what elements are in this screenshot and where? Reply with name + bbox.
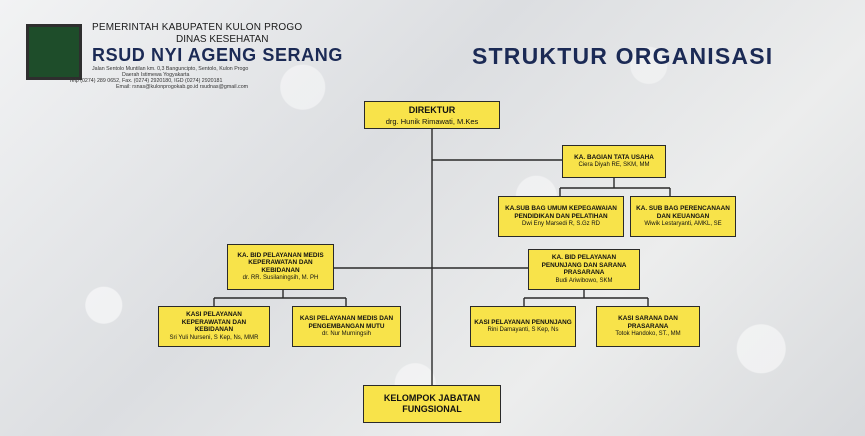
node-tata-usaha: KA. BAGIAN TATA USAHA Ciera Diyah RE, SK… [562, 145, 666, 178]
node-role: KA. BID PELAYANAN MEDIS KEPERAWATAN DAN … [237, 251, 324, 274]
node-name: dr. RR. Susilaningsih, M. PH [242, 275, 319, 282]
node-bid-medis: KA. BID PELAYANAN MEDIS KEPERAWATAN DAN … [227, 244, 334, 290]
node-name: Dwi Eny Marsedi R, S.Gz RD [521, 220, 600, 227]
node-name: Sri Yuli Nurseni, S Kep, Ns, MMR [169, 334, 259, 341]
node-sub-bag-keuangan: KA. SUB BAG PERENCANAAN DAN KEUANGAN Wiw… [630, 196, 736, 237]
node-role: KA. BAGIAN TATA USAHA [574, 153, 654, 161]
header-department: DINAS KESEHATAN [176, 34, 269, 45]
page-title: STRUKTUR ORGANISASI [472, 43, 774, 69]
node-name: Wiwik Lestaryanti, AMKL, SE [644, 220, 722, 227]
node-role: KASI PELAYANAN PENUNJANG [474, 318, 572, 326]
node-role: KASI SARANA DAN PRASARANA [618, 315, 678, 330]
node-kasi-penunjang: KASI PELAYANAN PENUNJANG Rini Damayanti,… [470, 306, 576, 347]
node-name: Ciera Diyah RE, SKM, MM [578, 162, 650, 169]
node-name: drg. Hunik Rimawati, M.Kes [385, 116, 479, 126]
node-kasi-medis-mutu: KASI PELAYANAN MEDIS DAN PENGEMBANGAN MU… [292, 306, 401, 347]
node-sub-bag-umum: KA.SUB BAG UMUM KEPEGAWAIAN PENDIDIKAN D… [498, 196, 624, 237]
letterhead: PEMERINTAH KABUPATEN KULON PROGO DINAS K… [26, 22, 366, 94]
node-kasi-sarana: KASI SARANA DAN PRASARANA Totok Handoko,… [596, 306, 700, 347]
node-role: KASI PELAYANAN KEPERAWATAN DAN KEBIDANAN [181, 311, 247, 334]
node-role: DIREKTUR [408, 104, 456, 115]
header-address: Jalan Sentolo Muntilan km. 0,3 Banguncip… [92, 66, 249, 72]
kulon-progo-emblem-icon [26, 24, 82, 80]
node-role: KA. SUB BAG PERENCANAAN DAN KEUANGAN [636, 205, 730, 220]
header-email: Email: rsnas@kulonprogokab.go.id rsudnas… [116, 84, 249, 90]
node-name: Budi Ariwibowo, SKM [555, 277, 613, 284]
node-kasi-keperawatan: KASI PELAYANAN KEPERAWATAN DAN KEBIDANAN… [158, 306, 270, 347]
node-direktur: DIREKTUR drg. Hunik Rimawati, M.Kes [364, 101, 500, 129]
node-name: Totok Handoko, ST., MM [615, 330, 681, 337]
header-region: Daerah Istimewa Yogyakarta [122, 72, 190, 78]
node-name: dr. Nur Murningsih [321, 330, 372, 337]
header-government: PEMERINTAH KABUPATEN KULON PROGO [92, 22, 303, 33]
node-kelompok-fungsional: KELOMPOK JABATAN FUNGSIONAL [363, 385, 501, 423]
node-role: KA.SUB BAG UMUM KEPEGAWAIAN PENDIDIKAN D… [505, 205, 617, 220]
node-name: Rini Damayanti, S Kep, Ns [487, 327, 559, 334]
node-bid-penunjang: KA. BID PELAYANAN PENUNJANG DAN SARANA P… [528, 249, 640, 290]
header-hospital-name: RSUD NYI AGENG SERANG [92, 45, 343, 65]
node-role: KA. BID PELAYANAN PENUNJANG DAN SARANA P… [541, 254, 627, 277]
node-role: KELOMPOK JABATAN FUNGSIONAL [383, 393, 481, 414]
node-role: KASI PELAYANAN MEDIS DAN PENGEMBANGAN MU… [299, 315, 394, 330]
header-phone: Telp (0274) 289 0652, Fax. (0274) 292018… [69, 78, 223, 84]
